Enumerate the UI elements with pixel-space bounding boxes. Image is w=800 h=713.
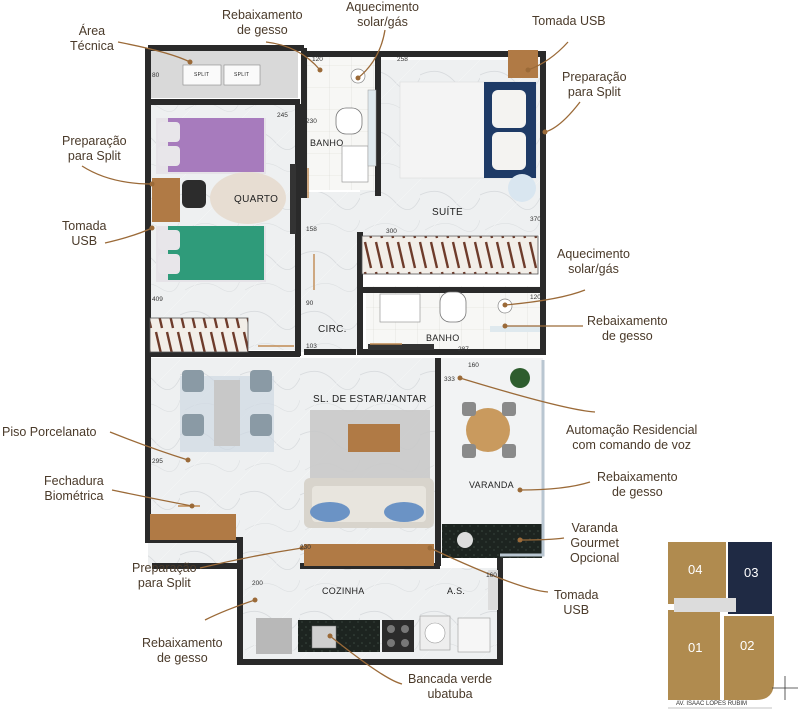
banho-bottom-fixtures (368, 291, 540, 350)
dim-230a: 230 (306, 118, 317, 125)
dim-103: 103 (306, 343, 317, 350)
key-plan (668, 542, 798, 709)
dim-80: 80 (152, 72, 160, 79)
callout-dots (149, 59, 548, 639)
door-swings (178, 168, 402, 507)
dim-200: 200 (252, 580, 263, 587)
dim-120: 120 (312, 56, 323, 63)
room-banho-top-label: BANHO (310, 138, 344, 148)
dim-409: 409 (152, 296, 163, 303)
room-suite-label: SUÍTE (432, 207, 463, 218)
key-unit-01: 01 (688, 640, 703, 655)
split-2-label: SPLIT (234, 72, 250, 78)
key-unit-03: 03 (744, 565, 759, 580)
dim-160b: 160 (486, 572, 497, 579)
dim-287: 287 (458, 346, 469, 353)
key-unit-04: 04 (688, 562, 703, 577)
key-unit-02: 02 (740, 638, 755, 653)
dim-245: 245 (277, 112, 288, 119)
room-varanda-label: VARANDA (469, 480, 514, 490)
varanda-furniture (442, 360, 545, 558)
room-circ-label: CIRC. (318, 324, 347, 335)
dim-120b: 120 (530, 294, 541, 301)
room-cozinha-label: COZINHA (322, 586, 365, 596)
suite-furniture (361, 50, 539, 275)
callout-tomada-top: Tomada USB (532, 14, 606, 28)
dim-230b: 230 (300, 544, 311, 551)
split-1-label: SPLIT (194, 72, 210, 78)
key-street-label: AV. ISAAC LOPES RUBIM (676, 701, 748, 707)
dim-160: 160 (468, 362, 479, 369)
dim-295: 295 (152, 458, 163, 465)
dim-300: 300 (386, 228, 397, 235)
quarto-furniture (149, 118, 296, 353)
dim-333: 333 (444, 376, 455, 383)
walls (145, 45, 546, 665)
callout-leaders (81, 29, 596, 685)
cozinha-fixtures (256, 570, 498, 654)
room-banho-bottom-label: BANHO (426, 333, 460, 343)
estar-furniture (150, 370, 434, 566)
dim-370: 370 (530, 216, 541, 223)
room-quarto-label: QUARTO (234, 194, 279, 205)
dim-158: 158 (306, 226, 317, 233)
dim-90: 90 (306, 300, 314, 307)
dim-258: 258 (397, 56, 408, 63)
callout-piso: Piso Porcelanato (2, 425, 97, 439)
split-units (182, 64, 261, 86)
room-as-label: A.S. (447, 586, 466, 596)
room-estar-label: SL. DE ESTAR/JANTAR (313, 394, 427, 405)
